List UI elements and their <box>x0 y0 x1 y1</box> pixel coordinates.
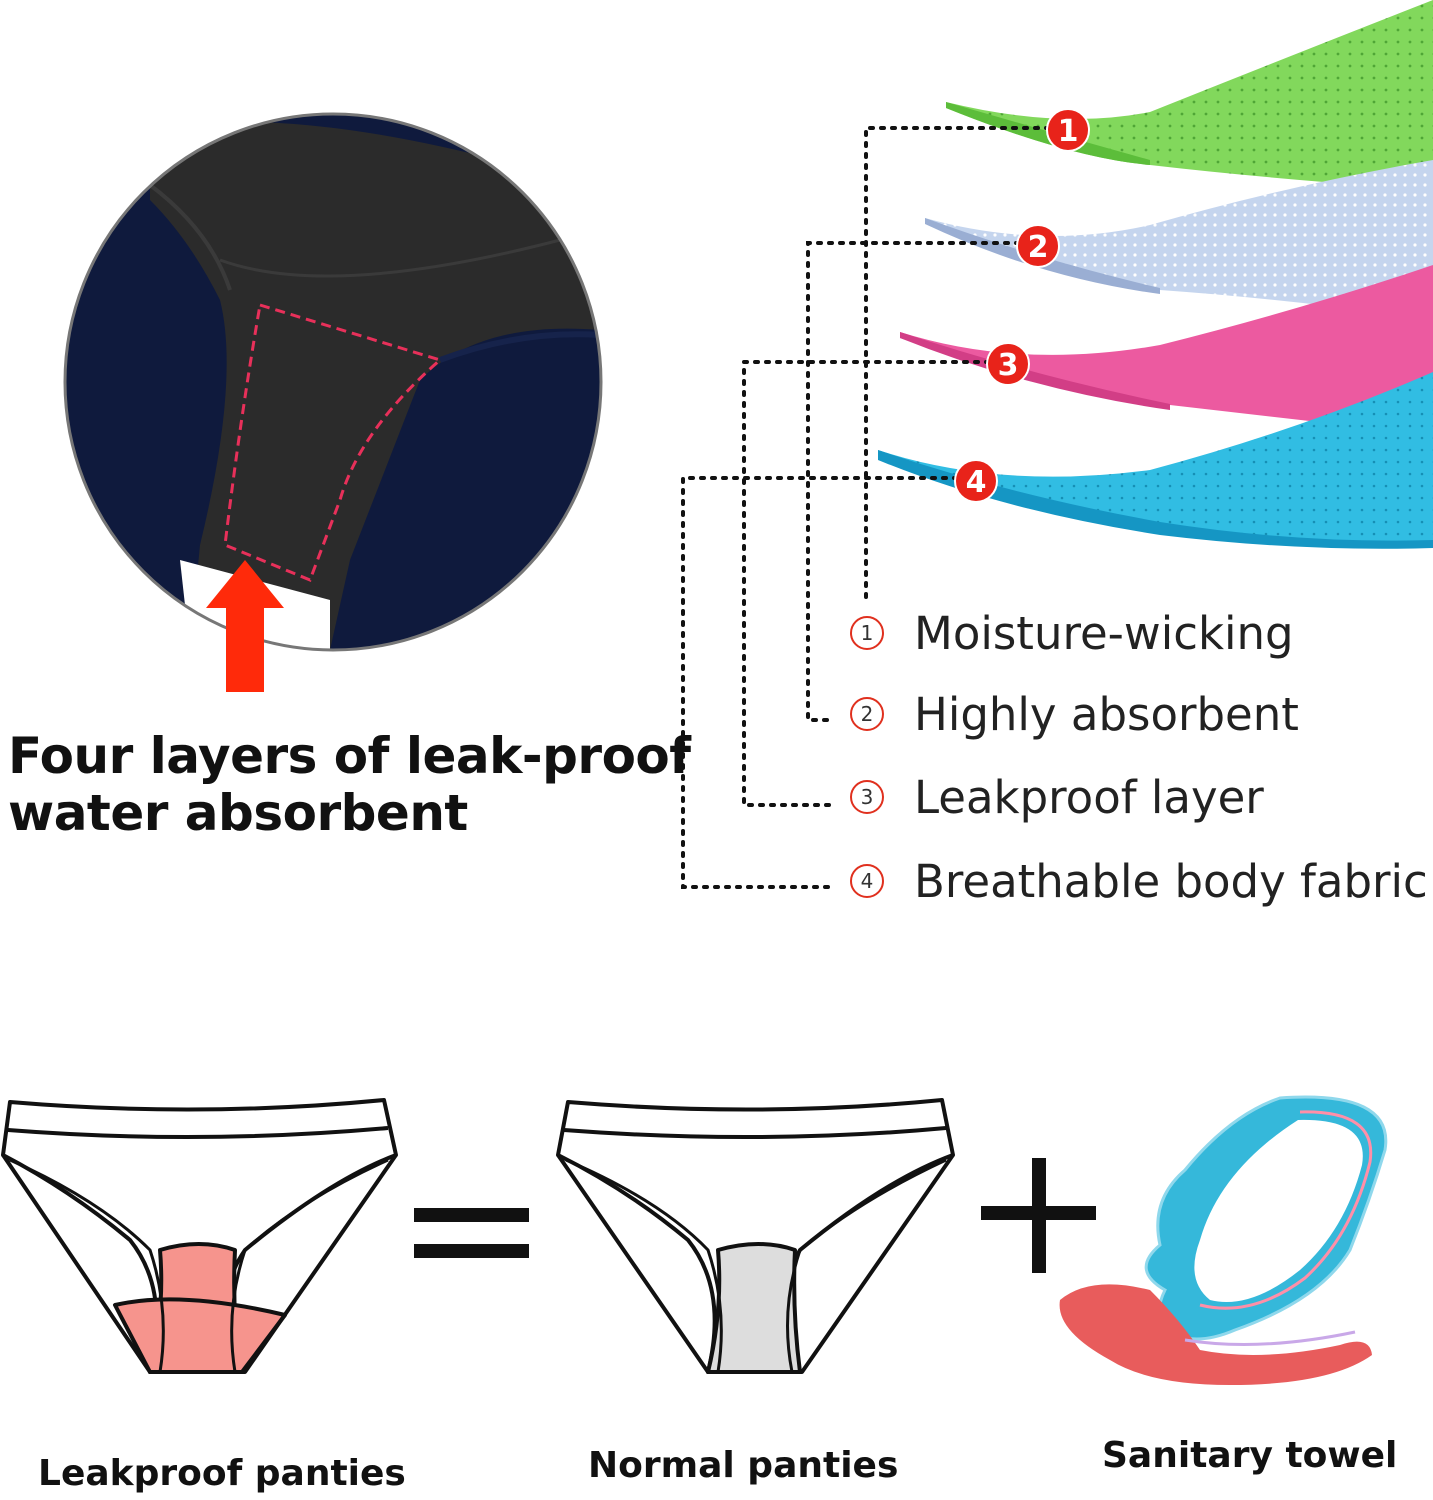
badge-2: 2 <box>1028 230 1049 265</box>
layer-item-breathable-body-fabric: 4 Breathable body fabric <box>850 851 1428 911</box>
badge-3: 3 <box>998 348 1019 383</box>
equals-sign <box>414 1208 529 1258</box>
layer-label: Leakproof layer <box>914 770 1264 824</box>
leakproof-panties-label: Leakproof panties <box>38 1453 406 1494</box>
leader-lines <box>681 126 1062 889</box>
sanitary-towel-icon <box>1059 1095 1388 1385</box>
layer-number-icon: 4 <box>850 864 884 898</box>
layer-number-icon: 1 <box>850 616 884 650</box>
leakproof-panties-icon <box>1 1098 398 1374</box>
gusset-closeup <box>63 112 603 652</box>
layer-item-moisture-wicking: 1 Moisture-wicking <box>850 603 1294 663</box>
up-arrow-icon <box>206 560 284 692</box>
plus-sign <box>981 1158 1096 1273</box>
normal-panties-label: Normal panties <box>588 1445 899 1486</box>
caption-line-2: water absorbent <box>8 784 468 842</box>
badge-1: 1 <box>1058 114 1079 149</box>
layer-number-icon: 2 <box>850 697 884 731</box>
sanitary-towel-label: Sanitary towel <box>1102 1435 1398 1476</box>
layer-number-icon: 3 <box>850 780 884 814</box>
layer-item-highly-absorbent: 2 Highly absorbent <box>850 684 1299 744</box>
layer-badge-icon: 1 2 3 4 <box>954 108 1090 503</box>
page-title: Four layers of leak-proof water absorben… <box>8 727 691 842</box>
normal-panties-icon <box>556 1098 955 1374</box>
layer-label: Highly absorbent <box>914 687 1299 741</box>
layer-label: Moisture-wicking <box>914 606 1294 660</box>
layer-label: Breathable body fabric <box>914 854 1428 908</box>
layer-item-leakproof-layer: 3 Leakproof layer <box>850 767 1264 827</box>
caption-line-1: Four layers of leak-proof <box>8 727 691 785</box>
badge-4: 4 <box>966 465 987 500</box>
